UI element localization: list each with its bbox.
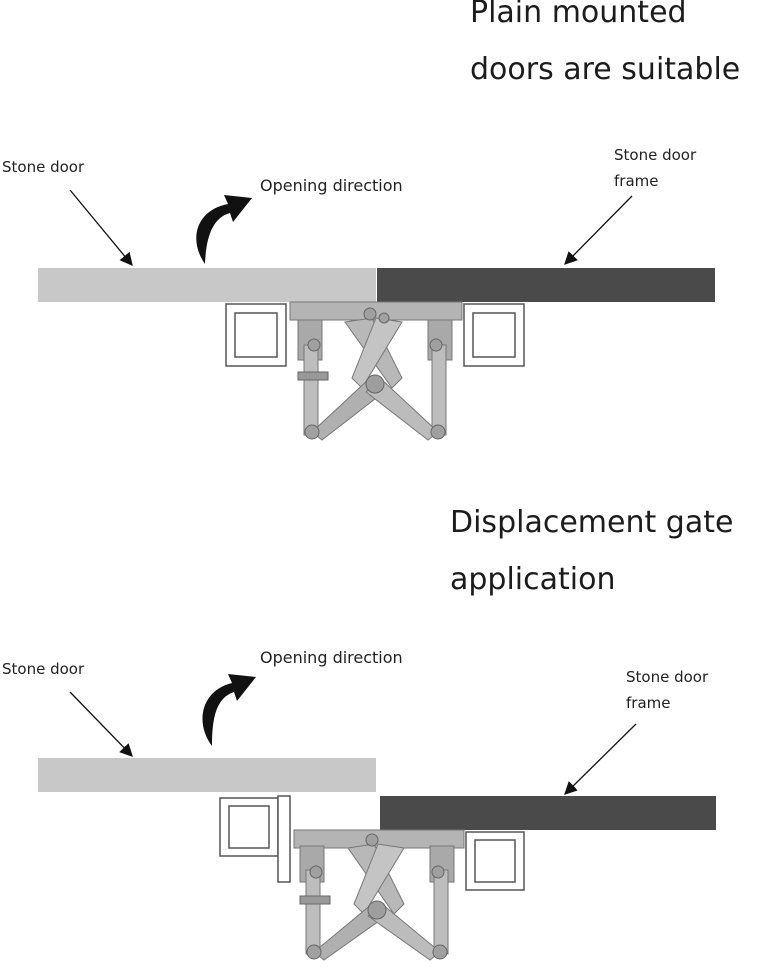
- displacement-gate-diagram: [38, 674, 716, 961]
- stone-door-frame-slab: [380, 796, 716, 830]
- displacement-gate-title: Displacement gate application: [450, 505, 734, 597]
- stone-door-frame-slab: [377, 268, 715, 302]
- displacement-gate-section: Displacement gate application Stone door…: [0, 486, 761, 972]
- plain-mounted-section: Plain mounted doors are suitable Stone d…: [2, 0, 741, 441]
- opening-direction-arrow-icon: [196, 195, 252, 264]
- frame-pointer-arrow: [564, 195, 633, 265]
- stone-door-pointer-arrow: [69, 691, 133, 757]
- opening-direction-label: Opening direction: [260, 176, 403, 195]
- hinge-mechanism-icon: [219, 795, 525, 961]
- plain-mounted-diagram: [38, 189, 715, 441]
- stone-door-label: Stone door: [2, 158, 85, 176]
- frame-pointer-arrow: [564, 723, 637, 795]
- plain-mounted-title: Plain mounted doors are suitable: [470, 0, 741, 87]
- stone-door-frame-label: Stone door frame: [626, 668, 709, 713]
- stone-door-label: Stone door: [2, 660, 85, 678]
- hinge-mechanism-icon: [225, 301, 525, 441]
- opening-direction-arrow-icon: [202, 674, 256, 746]
- stone-door-slab: [38, 268, 376, 302]
- stone-door-slab: [38, 758, 376, 792]
- opening-direction-label: Opening direction: [260, 648, 403, 667]
- stone-door-pointer-arrow: [69, 189, 133, 267]
- stone-door-frame-label: Stone door frame: [614, 146, 697, 191]
